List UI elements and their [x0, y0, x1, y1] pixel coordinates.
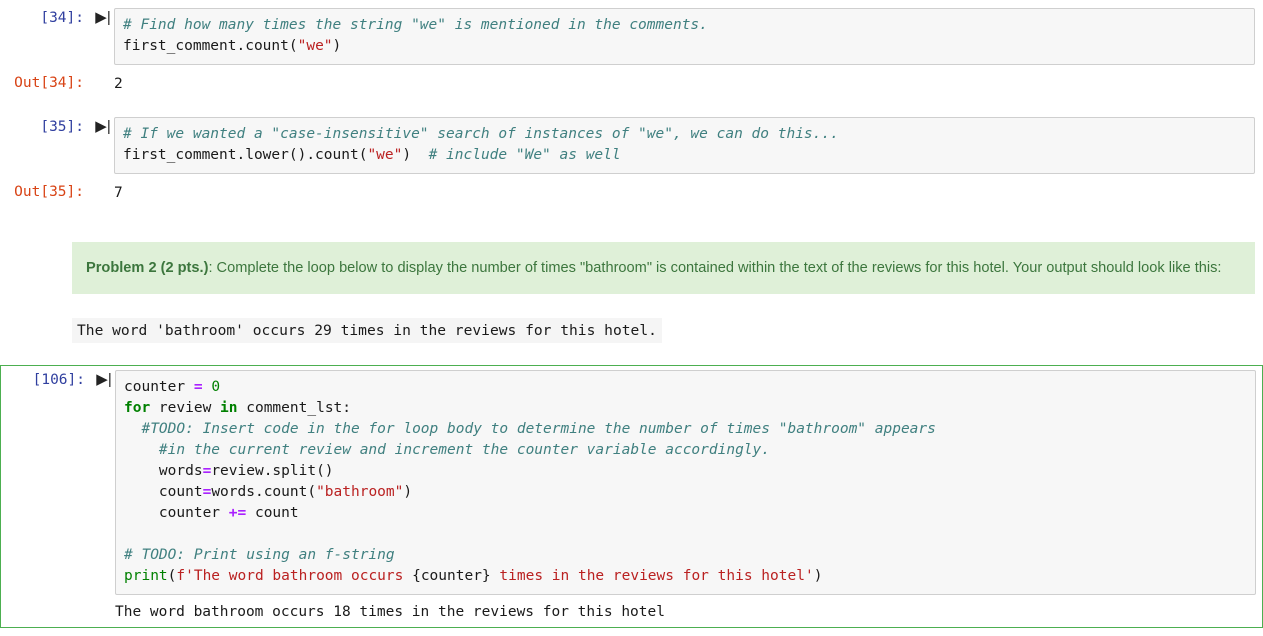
code-line: words=review.split(): [124, 463, 334, 479]
code-line: print(f'The word bathroom occurs {counte…: [124, 568, 823, 584]
input-prompt-35: [35]:: [40, 119, 84, 135]
code-cell-35[interactable]: [35]: ▶| # If we wanted a "case-insensit…: [0, 117, 1263, 174]
output-prompt-35: Out[35]:: [14, 184, 84, 200]
code-editor-34[interactable]: # Find how many times the string "we" is…: [114, 8, 1255, 65]
run-cell-icon[interactable]: ▶|: [96, 371, 112, 388]
code-line: first_comment.lower().count("we") # incl…: [123, 147, 621, 163]
code-editor-35[interactable]: # If we wanted a "case-insensitive" sear…: [114, 117, 1255, 174]
code-line: #TODO: Insert code in the for loop body …: [124, 421, 936, 437]
input-prompt-106: [106]:: [32, 372, 85, 388]
markdown-body: Problem 2 (2 pts.): Complete the loop be…: [72, 242, 1263, 343]
problem-statement-alert: Problem 2 (2 pts.): Complete the loop be…: [72, 242, 1255, 294]
code-line: for review in comment_lst:: [124, 400, 352, 416]
output-prompt-34: Out[34]:: [14, 75, 84, 91]
markdown-cell-problem2[interactable]: Problem 2 (2 pts.): Complete the loop be…: [0, 242, 1263, 343]
output-text-106: The word bathroom occurs 18 times in the…: [115, 604, 665, 620]
run-cell-icon[interactable]: ▶|: [95, 9, 111, 26]
output-row-35: Out[35]: 7: [0, 182, 1263, 204]
code-line: first_comment.count("we"): [123, 38, 342, 54]
input-prompt-34: [34]:: [40, 10, 84, 26]
code-editor-106[interactable]: counter = 0 for review in comment_lst: #…: [115, 370, 1256, 595]
run-cell-icon[interactable]: ▶|: [95, 118, 111, 135]
code-line: # If we wanted a "case-insensitive" sear…: [123, 126, 839, 142]
problem-heading: Problem 2 (2 pts.): [86, 260, 209, 276]
code-cell-34[interactable]: [34]: ▶| # Find how many times the strin…: [0, 8, 1263, 65]
code-line: counter = 0: [124, 379, 221, 395]
code-line: counter += count: [124, 505, 299, 521]
output-row-34: Out[34]: 2: [0, 73, 1263, 95]
problem-body-text: : Complete the loop below to display the…: [208, 260, 1222, 276]
code-line: # Find how many times the string "we" is…: [123, 17, 708, 33]
output-row-106: The word bathroom occurs 18 times in the…: [1, 601, 1263, 623]
code-line: #in the current review and increment the…: [124, 442, 771, 458]
code-line: count=words.count("bathroom"): [124, 484, 413, 500]
code-line: # TODO: Print using an f-string: [124, 547, 395, 563]
output-text-34: 2: [114, 76, 123, 92]
selected-code-cell-106[interactable]: [106]: ▶| counter = 0 for review in comm…: [0, 365, 1263, 628]
code-cell-106[interactable]: [106]: ▶| counter = 0 for review in comm…: [1, 370, 1263, 595]
sample-output-text: The word 'bathroom' occurs 29 times in t…: [72, 318, 662, 343]
output-text-35: 7: [114, 185, 123, 201]
